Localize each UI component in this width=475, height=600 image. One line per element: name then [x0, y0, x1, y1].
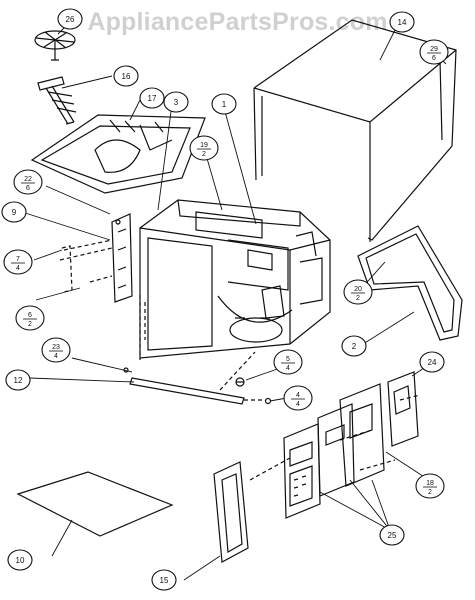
- callout-c29: 296: [419, 39, 449, 65]
- callout-number: 3: [174, 98, 179, 107]
- callout-number: 16: [122, 72, 131, 81]
- callout-quantity: 2: [28, 321, 32, 328]
- callout-c5: 54: [273, 349, 303, 375]
- callout-number: 12: [14, 376, 23, 385]
- callout-number: 2: [352, 342, 357, 351]
- callout-bubble: [13, 169, 43, 195]
- callout-bubble: [57, 8, 83, 30]
- callout-bubble: [113, 65, 139, 87]
- callout-number: 19: [200, 142, 208, 149]
- callout-number: 17: [148, 94, 157, 103]
- callout-number: 23: [52, 344, 60, 351]
- callout-bubble: [211, 93, 237, 115]
- part-glass-tray: [16, 471, 174, 537]
- callout-bubble: [419, 39, 449, 65]
- callout-c16a: 16: [113, 65, 139, 87]
- callout-c23: 234: [41, 337, 71, 363]
- callout-c20: 202: [343, 279, 373, 305]
- callout-bubble: [41, 337, 71, 363]
- callout-bubble: [1, 201, 27, 223]
- part-top-cover: [30, 114, 206, 194]
- callout-bubble: [283, 385, 313, 411]
- callout-c25: 25: [379, 524, 405, 546]
- callout-c6: 62: [15, 305, 45, 331]
- callout-number: 5: [286, 356, 290, 363]
- callout-number: 6: [28, 312, 32, 319]
- callout-quantity: 6: [432, 55, 436, 62]
- callout-quantity: 2: [202, 151, 206, 158]
- callout-bubble: [415, 473, 445, 499]
- callout-bubble: [163, 91, 189, 113]
- part-main-chassis: [139, 199, 331, 359]
- callout-number: 1: [222, 100, 227, 109]
- callout-c15: 15: [151, 569, 177, 591]
- callout-number: 20: [354, 286, 362, 293]
- part-control-panel: [283, 403, 355, 519]
- callout-quantity: 4: [54, 353, 58, 360]
- callout-quantity: 2: [356, 295, 360, 302]
- callout-number: 25: [388, 531, 397, 540]
- callout-c3: 3: [163, 91, 189, 113]
- callout-quantity: 4: [296, 401, 300, 408]
- callout-bubble: [139, 87, 165, 109]
- callout-c22: 226: [13, 169, 43, 195]
- callout-bubble: [5, 369, 31, 391]
- callout-c1: 1: [211, 93, 237, 115]
- callout-c18b: 182: [415, 473, 445, 499]
- callout-c24: 24: [419, 351, 445, 373]
- callout-c10: 10: [7, 549, 33, 571]
- part-stirrer-fan: [34, 30, 76, 61]
- callout-number: 15: [160, 576, 169, 585]
- callout-bubble: [189, 135, 219, 161]
- callout-number: 24: [428, 358, 437, 367]
- callout-bubble: [379, 524, 405, 546]
- callout-number: 22: [24, 176, 32, 183]
- callout-bubble: [15, 305, 45, 331]
- callout-c14: 14: [389, 11, 415, 33]
- callout-bubble: [419, 351, 445, 373]
- callout-number: 26: [66, 15, 75, 24]
- part-outer-cabinet: [253, 19, 457, 242]
- callout-number: 9: [12, 208, 17, 217]
- callout-number: 14: [398, 18, 407, 27]
- callout-c9: 9: [1, 201, 27, 223]
- callout-bubble: [341, 335, 367, 357]
- callout-bubble: [343, 279, 373, 305]
- callout-bubble: [3, 249, 33, 275]
- callout-c2: 2: [341, 335, 367, 357]
- callout-bubble: [273, 349, 303, 375]
- callout-number: 4: [296, 392, 300, 399]
- callout-quantity: 2: [428, 489, 432, 496]
- part-door-gasket: [357, 225, 463, 341]
- callout-number: 18: [426, 480, 434, 487]
- callout-c12: 12: [5, 369, 31, 391]
- callout-c7: 74: [3, 249, 33, 275]
- part-side-bracket: [111, 213, 133, 303]
- callout-c19: 192: [189, 135, 219, 161]
- callout-number: 10: [16, 556, 25, 565]
- callout-bubble: [7, 549, 33, 571]
- callout-c26a: 26: [57, 8, 83, 30]
- callout-bubble: [389, 11, 415, 33]
- part-screws: [115, 219, 272, 405]
- part-control-board: [339, 371, 419, 487]
- part-stirrer-shaft: [37, 76, 77, 125]
- callout-c17: 17: [139, 87, 165, 109]
- callout-number: 7: [16, 256, 20, 263]
- callout-quantity: 4: [16, 265, 20, 272]
- callout-quantity: 6: [26, 185, 30, 192]
- callout-bubble: [151, 569, 177, 591]
- callout-c4: 44: [283, 385, 313, 411]
- callout-number: 29: [430, 46, 438, 53]
- part-door: [213, 461, 249, 563]
- callout-quantity: 4: [286, 365, 290, 372]
